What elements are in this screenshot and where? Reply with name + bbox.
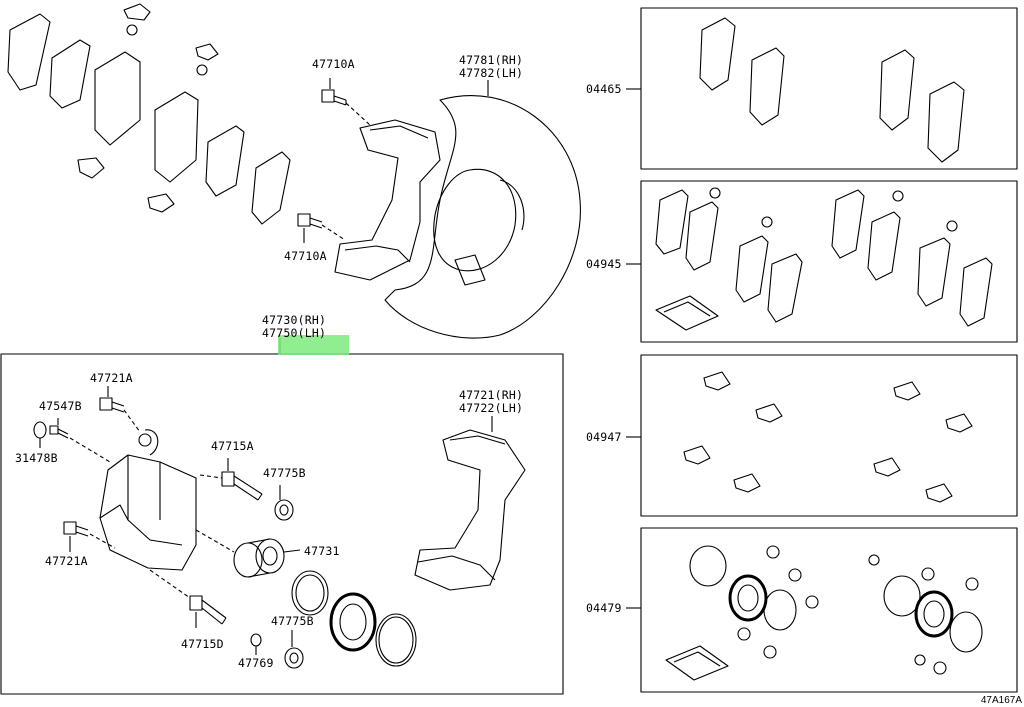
bolt-47721A-top bbox=[99, 386, 141, 433]
part-label-31478B[interactable]: 31478B bbox=[15, 451, 58, 465]
kit-box-04947 bbox=[640, 354, 1018, 517]
dust-shield bbox=[384, 80, 581, 339]
part-label-47721A-bottom[interactable]: 47721A bbox=[45, 554, 88, 568]
bolt-47710A-bottom bbox=[297, 213, 346, 243]
guide-pin-47715D bbox=[149, 569, 227, 628]
part-label-47547B[interactable]: 47547B bbox=[39, 399, 82, 413]
kit-label-04479[interactable]: 04479 bbox=[586, 601, 622, 615]
part-label-47710A-top[interactable]: 47710A bbox=[312, 57, 355, 71]
kit-04947-clips bbox=[683, 371, 973, 503]
part-label-47775B-top[interactable]: 47775B bbox=[263, 466, 306, 480]
cap-31478B bbox=[33, 421, 47, 448]
piston-seal bbox=[291, 570, 329, 616]
caliper-mount-top bbox=[334, 119, 441, 281]
part-label-47722[interactable]: 47722(LH) bbox=[459, 401, 524, 415]
bolt-47710A-top bbox=[321, 78, 371, 126]
kit-label-04947[interactable]: 04947 bbox=[586, 430, 622, 444]
bolt-47721A-bottom bbox=[63, 521, 116, 552]
kit-04945-shims bbox=[655, 187, 993, 331]
diagram-reference: 47A167A bbox=[980, 695, 1022, 706]
part-label-47715A[interactable]: 47715A bbox=[211, 439, 254, 453]
part-label-47781[interactable]: 47781(RH) bbox=[459, 53, 524, 67]
part-label-47730[interactable]: 47730(RH) bbox=[262, 313, 327, 327]
caliper-body bbox=[99, 454, 197, 571]
kit-box-04479 bbox=[640, 527, 1018, 693]
caliper-mount-lower bbox=[414, 429, 526, 591]
part-label-47782[interactable]: 47782(LH) bbox=[459, 66, 524, 80]
part-label-47721[interactable]: 47721(RH) bbox=[459, 388, 524, 402]
boot-47775B-bottom bbox=[284, 630, 304, 669]
guide-pin-47715A bbox=[199, 458, 263, 501]
large-ring bbox=[375, 613, 417, 667]
kit-04479-seals bbox=[665, 545, 983, 681]
piston-47731 bbox=[195, 529, 301, 578]
highlight-box bbox=[278, 335, 349, 355]
piston-boot bbox=[329, 592, 377, 652]
nut-47769 bbox=[250, 633, 262, 655]
kit-label-04465[interactable]: 04465 bbox=[586, 82, 622, 96]
bleeder-47547B bbox=[49, 418, 69, 439]
part-label-47721A-top[interactable]: 47721A bbox=[90, 371, 133, 385]
part-label-47710A-bottom[interactable]: 47710A bbox=[284, 249, 327, 263]
kit-04465-pads bbox=[699, 17, 965, 163]
part-label-47715D[interactable]: 47715D bbox=[181, 637, 224, 651]
part-label-47750[interactable]: 47750(LH) bbox=[262, 326, 327, 340]
kit-box-04945 bbox=[640, 180, 1018, 343]
kit-label-04945[interactable]: 04945 bbox=[586, 257, 622, 271]
part-label-47769[interactable]: 47769 bbox=[238, 656, 274, 670]
part-label-47775B-bottom[interactable]: 47775B bbox=[271, 614, 314, 628]
kit-box-04465 bbox=[640, 7, 1018, 170]
part-label-47731[interactable]: 47731 bbox=[304, 544, 340, 558]
pad-shim-group-top-left bbox=[7, 3, 291, 225]
boot-47775B-top bbox=[274, 485, 294, 521]
